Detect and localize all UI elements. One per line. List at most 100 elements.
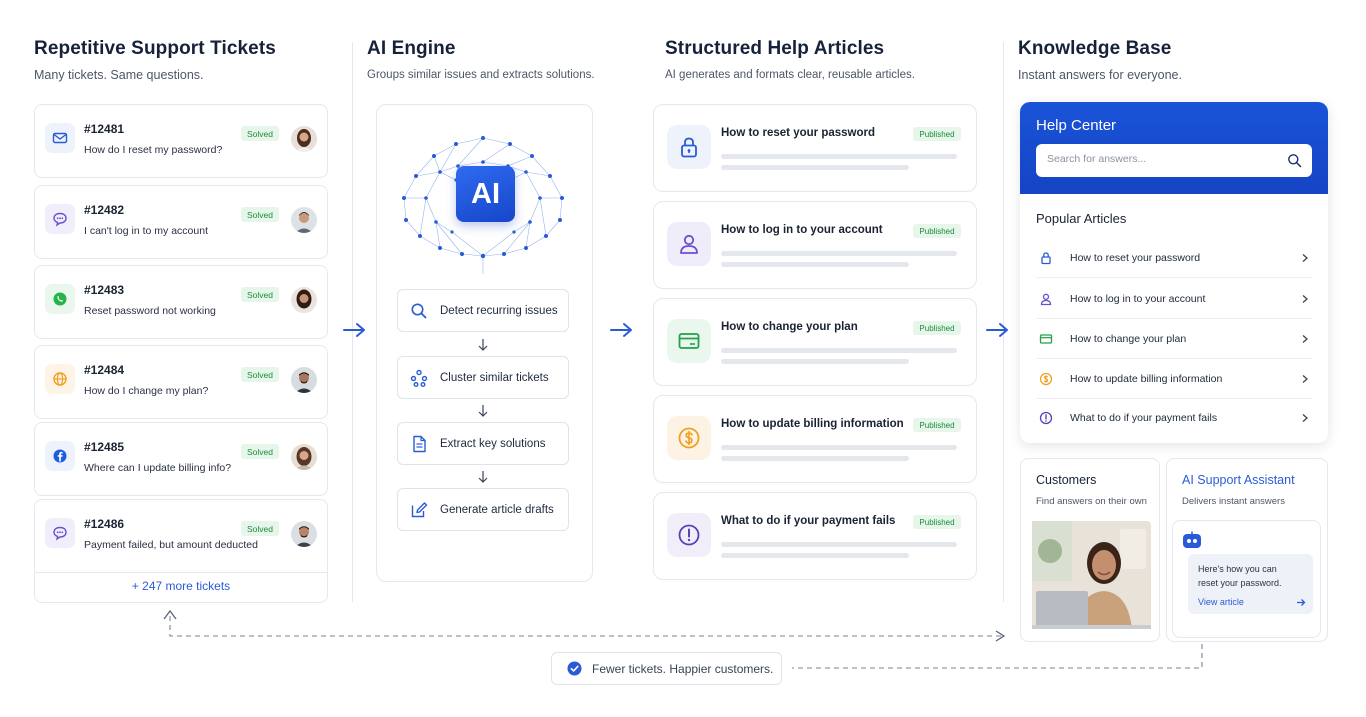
placeholder-line xyxy=(721,165,909,170)
arrow-right-icon[interactable] xyxy=(1296,598,1306,607)
more-tickets-link[interactable]: + 247 more tickets xyxy=(34,570,328,603)
article-card[interactable]: How to log in to your account Published xyxy=(653,201,977,289)
avatar xyxy=(291,207,317,233)
flow-arrow-icon xyxy=(986,323,1008,337)
help-center-title: Help Center xyxy=(1036,117,1117,134)
divider-1 xyxy=(352,42,353,602)
customers-title: Customers xyxy=(1036,473,1097,487)
placeholder-line xyxy=(721,553,909,558)
ticket-text: Payment failed, but amount deducted xyxy=(84,539,258,551)
lock-icon xyxy=(1038,250,1054,266)
step-label: Cluster similar tickets xyxy=(440,371,549,384)
status-badge: Solved xyxy=(241,444,279,459)
ticket-card[interactable]: #12483 Reset password not working Solved xyxy=(34,265,328,339)
placeholder-line xyxy=(721,445,957,450)
divider-2 xyxy=(1003,42,1004,602)
article-card[interactable]: How to update billing information Publis… xyxy=(653,395,977,483)
outcome-badge: Fewer tickets. Happier customers. xyxy=(551,652,782,685)
engine-step-detect: Detect recurring issues xyxy=(397,289,569,332)
popular-article-item[interactable]: How to log in to your account xyxy=(1036,279,1312,319)
popular-article-item[interactable]: How to update billing information xyxy=(1036,359,1312,399)
ticket-id: #12484 xyxy=(84,363,125,377)
popular-article-item[interactable]: What to do if your payment fails xyxy=(1036,398,1312,438)
article-title: What to do if your payment fails xyxy=(721,515,896,527)
ticket-id: #12482 xyxy=(84,203,125,217)
avatar xyxy=(291,521,317,547)
ticket-text: Reset password not working xyxy=(84,305,216,317)
globe-icon xyxy=(45,364,75,394)
status-badge: Solved xyxy=(241,367,279,382)
popular-article-item[interactable]: How to reset your password xyxy=(1036,238,1312,278)
flow-arrow-icon xyxy=(610,323,632,337)
chat-bubble: Here's how you can reset your password. … xyxy=(1188,554,1313,614)
placeholder-line xyxy=(721,251,957,256)
popular-article-label: How to change your plan xyxy=(1070,332,1187,345)
status-badge: Solved xyxy=(241,287,279,302)
ticket-card[interactable]: #12484 How do I change my plan? Solved xyxy=(34,345,328,419)
card-icon xyxy=(667,319,711,363)
outcome-text: Fewer tickets. Happier customers. xyxy=(592,661,774,676)
ticket-card[interactable]: #12482 I can't log in to my account Solv… xyxy=(34,185,328,259)
popular-article-item[interactable]: How to change your plan xyxy=(1036,319,1312,359)
dollar-icon xyxy=(1038,371,1054,387)
popular-articles-title: Popular Articles xyxy=(1036,211,1127,226)
status-badge: Published xyxy=(913,224,961,238)
ticket-card[interactable]: #12486 Payment failed, but amount deduct… xyxy=(34,499,328,573)
document-icon xyxy=(410,435,428,453)
popular-article-label: How to log in to your account xyxy=(1070,292,1206,305)
search-icon[interactable] xyxy=(1287,153,1302,168)
article-card[interactable]: How to change your plan Published xyxy=(653,298,977,386)
engine-subtitle: Groups similar issues and extracts solut… xyxy=(367,69,595,81)
check-circle-icon xyxy=(567,661,582,676)
status-badge: Solved xyxy=(241,207,279,222)
ticket-text: I can't log in to my account xyxy=(84,225,208,237)
placeholder-line xyxy=(721,542,957,547)
step-label: Extract key solutions xyxy=(440,437,546,450)
arrow-down-icon xyxy=(478,405,488,417)
edit-icon xyxy=(410,501,428,519)
status-badge: Solved xyxy=(241,126,279,141)
chevron-right-icon xyxy=(1302,253,1308,262)
step-label: Generate article drafts xyxy=(440,503,554,516)
assistant-title: AI Support Assistant xyxy=(1182,473,1295,487)
kb-title: Knowledge Base xyxy=(1018,38,1172,59)
chevron-right-icon xyxy=(1302,374,1308,383)
engine-step-generate: Generate article drafts xyxy=(397,488,569,531)
flow-arrow-icon xyxy=(343,323,365,337)
chevron-right-icon xyxy=(1302,414,1308,422)
article-card[interactable]: How to reset your password Published xyxy=(653,104,977,192)
status-badge: Published xyxy=(913,418,961,432)
customers-desc: Find answers on their own xyxy=(1036,496,1147,507)
view-article-link[interactable]: View article xyxy=(1198,597,1244,607)
articles-title: Structured Help Articles xyxy=(665,38,885,59)
chevron-right-icon xyxy=(1302,334,1308,343)
cluster-icon xyxy=(410,369,428,387)
bot-icon xyxy=(1183,531,1201,548)
placeholder-line xyxy=(721,359,909,364)
tickets-subtitle: Many tickets. Same questions. xyxy=(34,68,204,82)
step-label: Detect recurring issues xyxy=(440,304,558,317)
lock-icon xyxy=(667,125,711,169)
ticket-card[interactable]: #12485 Where can I update billing info? … xyxy=(34,422,328,496)
ticket-id: #12486 xyxy=(84,517,125,531)
search-icon xyxy=(410,302,428,320)
tickets-title: Repetitive Support Tickets xyxy=(34,38,276,59)
search-input[interactable] xyxy=(1047,153,1277,165)
alert-icon xyxy=(1038,410,1054,426)
ai-badge: AI xyxy=(456,166,515,222)
status-badge: Published xyxy=(913,127,961,141)
help-center-card: Help Center Popular Articles How to rese… xyxy=(1020,102,1328,443)
placeholder-line xyxy=(721,348,957,353)
status-badge: Solved xyxy=(241,521,279,536)
ticket-card[interactable]: #12481 How do I reset my password? Solve… xyxy=(34,104,328,178)
search-box[interactable] xyxy=(1036,144,1312,177)
article-card[interactable]: What to do if your payment fails Publish… xyxy=(653,492,977,580)
mail-icon xyxy=(45,123,75,153)
article-title: How to change your plan xyxy=(721,321,858,333)
customer-photo xyxy=(1032,521,1151,629)
card-icon xyxy=(1038,331,1054,347)
avatar xyxy=(291,126,317,152)
help-center-header: Help Center xyxy=(1020,102,1328,194)
placeholder-line xyxy=(721,456,909,461)
